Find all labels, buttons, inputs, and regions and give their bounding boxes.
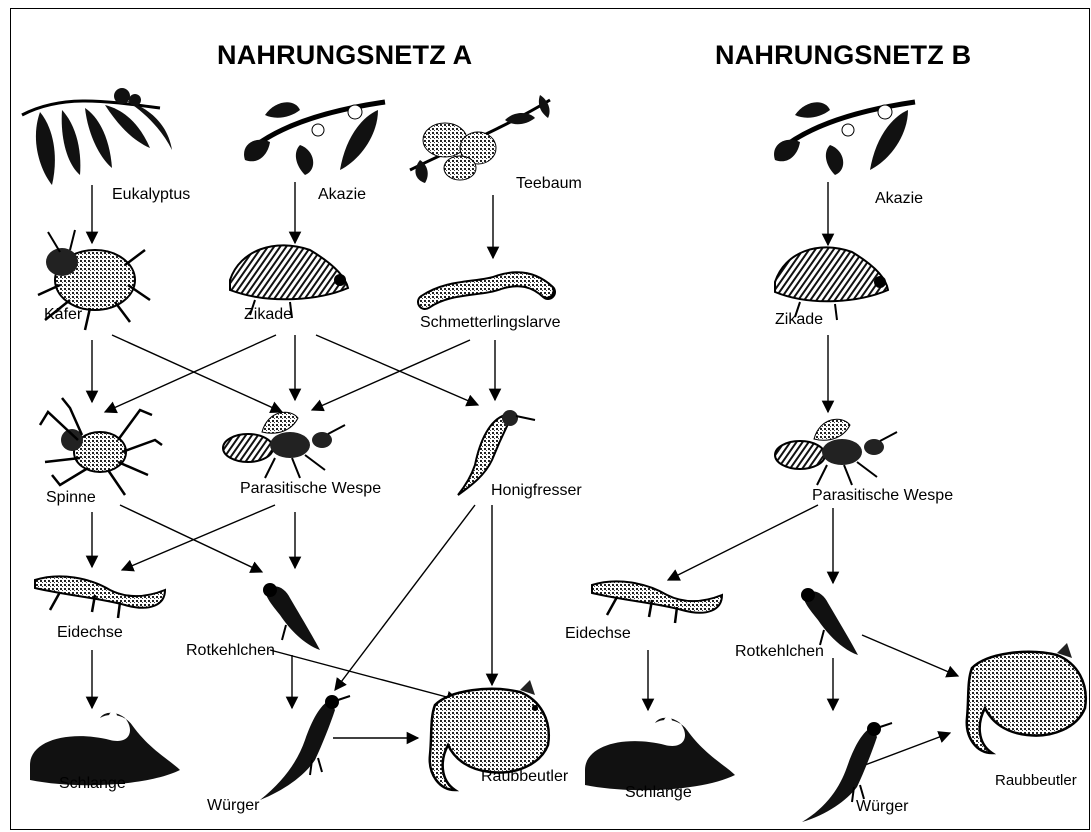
wuerger-a-illustration xyxy=(260,695,350,800)
label-teebaum: Teebaum xyxy=(516,175,582,193)
parasitische-wespe-b-illustration xyxy=(775,419,897,485)
label-spinne: Spinne xyxy=(46,489,96,507)
label-honigfresser: Honigfresser xyxy=(491,482,582,500)
spinne-illustration xyxy=(40,398,162,495)
title-web-a: NAHRUNGSNETZ A xyxy=(217,40,472,71)
label-parasitische-wespe-a: Parasitische Wespe xyxy=(240,480,381,498)
akazie-a-illustration xyxy=(244,102,385,175)
label-eidechse-a: Eidechse xyxy=(57,624,123,642)
akazie-b-illustration xyxy=(774,102,915,175)
label-raubbeutler-b: Raubbeutler xyxy=(995,772,1077,789)
arrow-zikade-spinne xyxy=(105,335,276,412)
label-raubbeutler-a: Raubbeutler xyxy=(481,768,568,786)
arrow-kaefer-wespe xyxy=(112,335,282,412)
label-wuerger-a: Würger xyxy=(207,797,259,815)
arrow-zikade-honigfresser xyxy=(316,335,478,405)
rotkehlchen-a-illustration xyxy=(263,583,320,650)
arrow-b-wespe-eidechse xyxy=(668,505,818,580)
eidechse-b-illustration xyxy=(592,581,722,623)
raubbeutler-b-illustration xyxy=(967,643,1086,753)
label-schlange-a: Schlange xyxy=(59,775,126,793)
zikade-b-illustration xyxy=(775,247,888,320)
label-wuerger-b: Würger xyxy=(856,798,908,816)
label-schmetterlingslarve: Schmetterlingslarve xyxy=(420,314,561,332)
label-kaefer: Käfer xyxy=(44,306,82,324)
label-rotkehlchen-b: Rotkehlchen xyxy=(735,643,824,661)
label-akazie-a: Akazie xyxy=(318,186,366,204)
arrow-b-rotkehlchen-raubbeutler xyxy=(862,635,958,676)
teebaum-illustration xyxy=(410,95,550,183)
eukalyptus-illustration xyxy=(22,88,172,185)
label-rotkehlchen-a: Rotkehlchen xyxy=(186,642,275,660)
arrow-wespe-eidechse xyxy=(122,505,275,570)
label-eukalyptus: Eukalyptus xyxy=(112,186,190,204)
arrow-larve-wespe xyxy=(312,340,470,410)
arrow-b-wuerger-raubbeutler xyxy=(865,733,950,765)
label-zikade-b: Zikade xyxy=(775,311,823,329)
label-schlange-b: Schlange xyxy=(625,784,692,802)
label-eidechse-b: Eidechse xyxy=(565,625,631,643)
schlange-b-illustration xyxy=(585,717,735,790)
arrow-honigfresser-wuerger xyxy=(335,505,475,690)
title-web-b: NAHRUNGSNETZ B xyxy=(715,40,971,71)
parasitische-wespe-a-illustration xyxy=(223,412,345,478)
label-parasitische-wespe-b: Parasitische Wespe xyxy=(812,487,953,505)
label-akazie-b: Akazie xyxy=(875,190,923,208)
schmetterlingslarve-illustration xyxy=(425,279,548,302)
label-zikade-a: Zikade xyxy=(244,306,292,324)
eidechse-a-illustration xyxy=(35,576,165,618)
arrow-rotkehlchen-raubbeutler xyxy=(270,650,458,700)
